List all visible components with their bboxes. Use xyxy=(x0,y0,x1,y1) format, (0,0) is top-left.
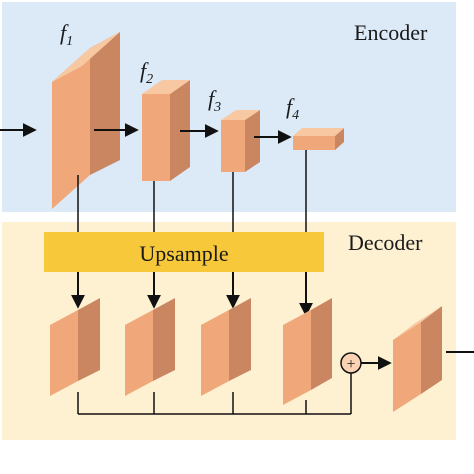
label-f4: f4 xyxy=(286,94,299,123)
decoder-block-1 xyxy=(50,298,100,396)
output-block xyxy=(393,306,442,412)
encoder-block-f4 xyxy=(293,128,344,150)
decoder-title: Decoder xyxy=(348,230,423,255)
decoder-block-4 xyxy=(283,298,332,405)
encoder-block-f2 xyxy=(142,80,190,181)
decoder-block-2 xyxy=(125,298,175,396)
decoder-block-3 xyxy=(201,298,251,396)
encoder-title: Encoder xyxy=(354,20,428,45)
label-f1: f1 xyxy=(60,20,73,49)
label-f2: f2 xyxy=(140,58,153,87)
label-f3: f3 xyxy=(208,86,221,115)
encoder-block-f1 xyxy=(52,32,120,209)
encoder-block-f3 xyxy=(221,110,260,172)
sum-symbol: + xyxy=(346,356,355,373)
upsample-label: Upsample xyxy=(139,241,228,266)
upsample-bar xyxy=(44,232,324,272)
